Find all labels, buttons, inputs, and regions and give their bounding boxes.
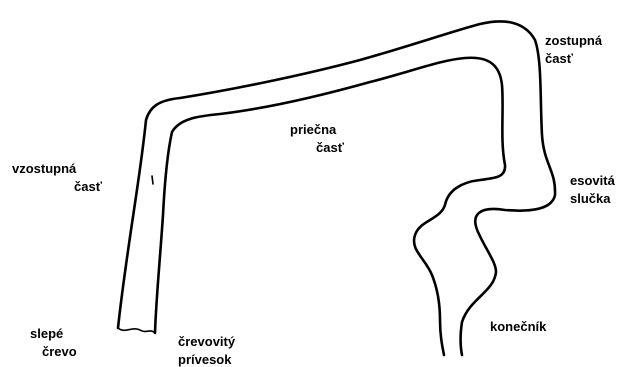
- label-konecnik: konečník: [490, 318, 546, 336]
- label-esovita-slucka: esovitá slučka: [570, 172, 615, 208]
- label-priecna-cast: priečna časť: [290, 121, 344, 157]
- colon-inner-wall: [155, 58, 505, 355]
- label-zostupna-cast: zostupná časť: [545, 32, 602, 68]
- label-vzostupna-cast: vzostupná časť: [12, 160, 102, 196]
- colon-outer-wall: [118, 21, 555, 355]
- ascending-mark: [152, 176, 153, 184]
- caecum-end: [118, 328, 155, 333]
- label-slepe-crevo: slepé črevo: [30, 325, 77, 361]
- label-crevovity-privesok: črevovitý prívesok: [178, 333, 235, 367]
